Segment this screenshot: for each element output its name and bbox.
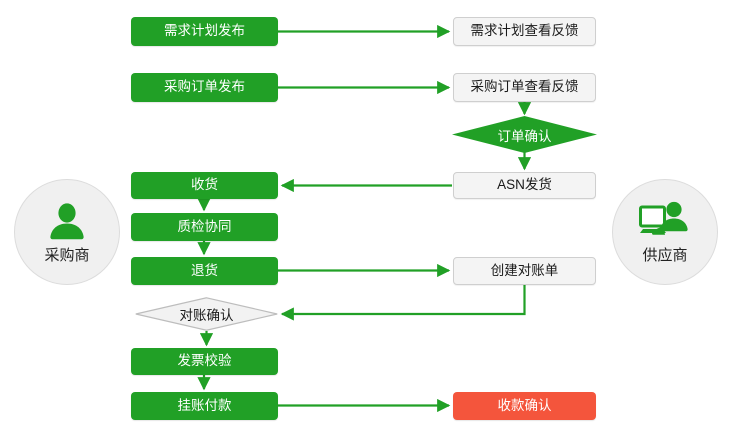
node-create-statement-label: 创建对账单: [490, 262, 559, 278]
node-demand-plan-feedback-label: 需求计划查看反馈: [470, 23, 579, 39]
node-create-statement[interactable]: 创建对账单: [453, 257, 596, 285]
actor-buyer[interactable]: 采购商: [14, 179, 120, 285]
person-icon: [41, 200, 93, 242]
edge-create-statement-to-statement-confirm: [280, 285, 526, 321]
node-order-confirm-label: 订单确认: [497, 128, 552, 144]
node-return-goods-label: 退货: [191, 262, 218, 278]
node-purchase-order-publish[interactable]: 采购订单发布: [131, 73, 278, 102]
actor-supplier-label: 供应商: [642, 246, 688, 264]
node-purchase-order-feedback[interactable]: 采购订单查看反馈: [453, 73, 596, 102]
node-statement-confirm[interactable]: 对账确认: [135, 297, 278, 331]
node-payment-posting[interactable]: 挂账付款: [131, 392, 278, 420]
node-order-confirm[interactable]: 订单确认: [452, 116, 597, 153]
node-quality-collab[interactable]: 质检协同: [131, 213, 278, 241]
node-receipt-confirm[interactable]: 收款确认: [453, 392, 596, 420]
node-purchase-order-feedback-label: 采购订单查看反馈: [470, 79, 579, 95]
node-receipt-confirm-label: 收款确认: [497, 397, 552, 413]
node-demand-plan-publish-label: 需求计划发布: [164, 23, 245, 39]
actor-supplier[interactable]: 供应商: [612, 179, 718, 285]
node-return-goods[interactable]: 退货: [131, 257, 278, 285]
actor-buyer-label: 采购商: [44, 246, 90, 264]
node-purchase-order-publish-label: 采购订单发布: [164, 79, 245, 95]
node-quality-collab-label: 质检协同: [177, 218, 232, 234]
node-invoice-verify[interactable]: 发票校验: [131, 348, 278, 375]
node-payment-posting-label: 挂账付款: [177, 397, 232, 413]
node-statement-confirm-label: 对账确认: [179, 308, 234, 323]
node-invoice-verify-label: 发票校验: [177, 353, 232, 369]
person-at-computer-icon: [639, 200, 691, 242]
node-demand-plan-publish[interactable]: 需求计划发布: [131, 17, 278, 46]
node-asn-shipment-label: ASN发货: [497, 177, 552, 193]
node-demand-plan-feedback[interactable]: 需求计划查看反馈: [453, 17, 596, 46]
node-goods-receipt-label: 收货: [191, 177, 218, 193]
node-goods-receipt[interactable]: 收货: [131, 172, 278, 199]
node-asn-shipment[interactable]: ASN发货: [453, 172, 596, 199]
